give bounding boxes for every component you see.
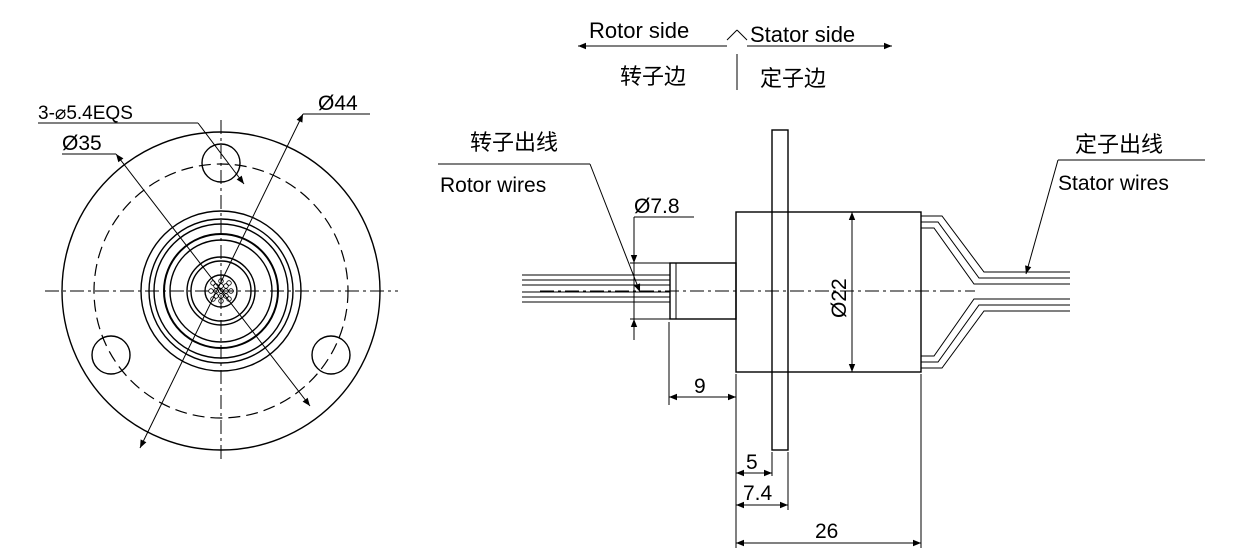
slip-ring-body [735, 211, 922, 373]
label-rotor-side: Rotor side [589, 18, 689, 43]
rotor-wires-leader [589, 163, 641, 293]
side-view: Rotor side Stator side 转子边 定子边 [438, 18, 1205, 548]
mounting-hole-right [311, 335, 351, 375]
dim-flange-diameter: Ø44 [318, 92, 358, 115]
front-view: Ø44 Ø35 3-⌀5.4EQS [38, 92, 398, 462]
label-stator-side: Stator side [750, 22, 855, 47]
dim-holes: 3-⌀5.4EQS [38, 103, 133, 124]
stator-wires [921, 215, 1070, 369]
divider-peak-left [726, 29, 738, 41]
label-stator-wires: Stator wires [1058, 172, 1169, 195]
label-stator-side-cn: 定子边 [760, 67, 826, 92]
label-rotor-side-cn: 转子边 [620, 65, 686, 90]
label-rotor-wires-cn: 转子出线 [470, 131, 558, 156]
label-rotor-wires: Rotor wires [440, 174, 546, 197]
dim-rotor-length: 9 [694, 375, 706, 398]
dim-flange-offset: 7.4 [743, 482, 773, 505]
dim-flange-thickness: 5 [746, 451, 758, 474]
flange-plate [771, 129, 789, 451]
dim-pitch-circle: Ø35 [62, 132, 102, 155]
dim-overall-length: 26 [815, 520, 838, 543]
dia35-line [115, 153, 311, 407]
stator-wires-leader [1025, 159, 1059, 275]
label-stator-wires-cn: 定子出线 [1075, 133, 1163, 158]
dim-body-diameter: Ø22 [828, 278, 851, 318]
holes-leader [197, 122, 245, 185]
divider-peak-right [736, 29, 748, 41]
rotor-wires [522, 274, 670, 303]
dim-rotor-diameter: Ø7.8 [634, 195, 680, 218]
